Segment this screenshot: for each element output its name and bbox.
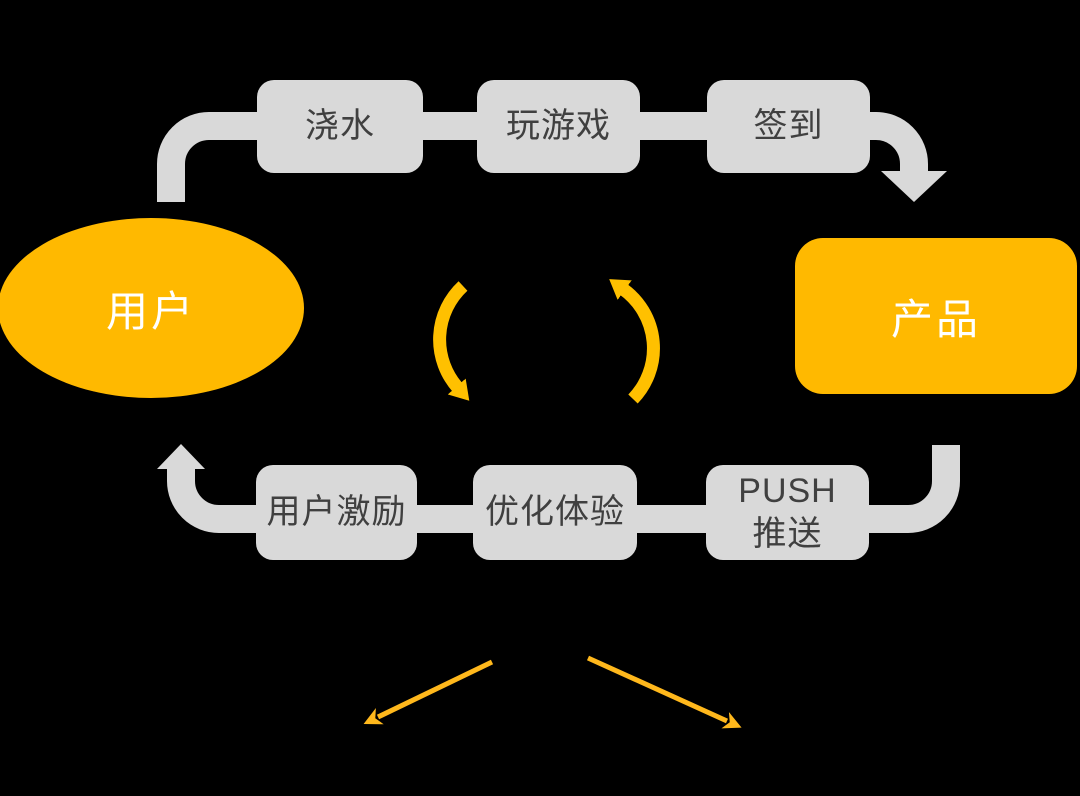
step-push: PUSH 推送 xyxy=(706,465,869,560)
step-user-incentive: 用户激励 xyxy=(256,465,417,560)
node-user-label: 用户 xyxy=(105,287,196,335)
node-product-label: 产品 xyxy=(890,295,981,343)
step-checkin: 签到 xyxy=(707,80,870,173)
node-user: 用户 xyxy=(0,218,304,398)
branch-arrow-right-icon xyxy=(586,655,742,729)
cycle-arrow-right-icon xyxy=(609,279,660,404)
step-optimize-experience-label: 优化体验 xyxy=(485,493,625,532)
node-product: 产品 xyxy=(795,238,1077,394)
step-watering-label: 浇水 xyxy=(305,107,375,146)
branch-arrow-left-icon xyxy=(363,659,494,725)
step-play-game-label: 玩游戏 xyxy=(506,107,611,146)
step-watering: 浇水 xyxy=(257,80,423,173)
step-optimize-experience: 优化体验 xyxy=(473,465,637,560)
step-push-label-line2: 推送 xyxy=(752,514,823,553)
step-push-label-line1: PUSH xyxy=(738,472,837,510)
step-play-game: 玩游戏 xyxy=(477,80,640,173)
cycle-arrow-left-icon xyxy=(433,281,470,401)
step-user-incentive-label: 用户激励 xyxy=(266,493,407,532)
step-checkin-label: 签到 xyxy=(753,107,824,146)
